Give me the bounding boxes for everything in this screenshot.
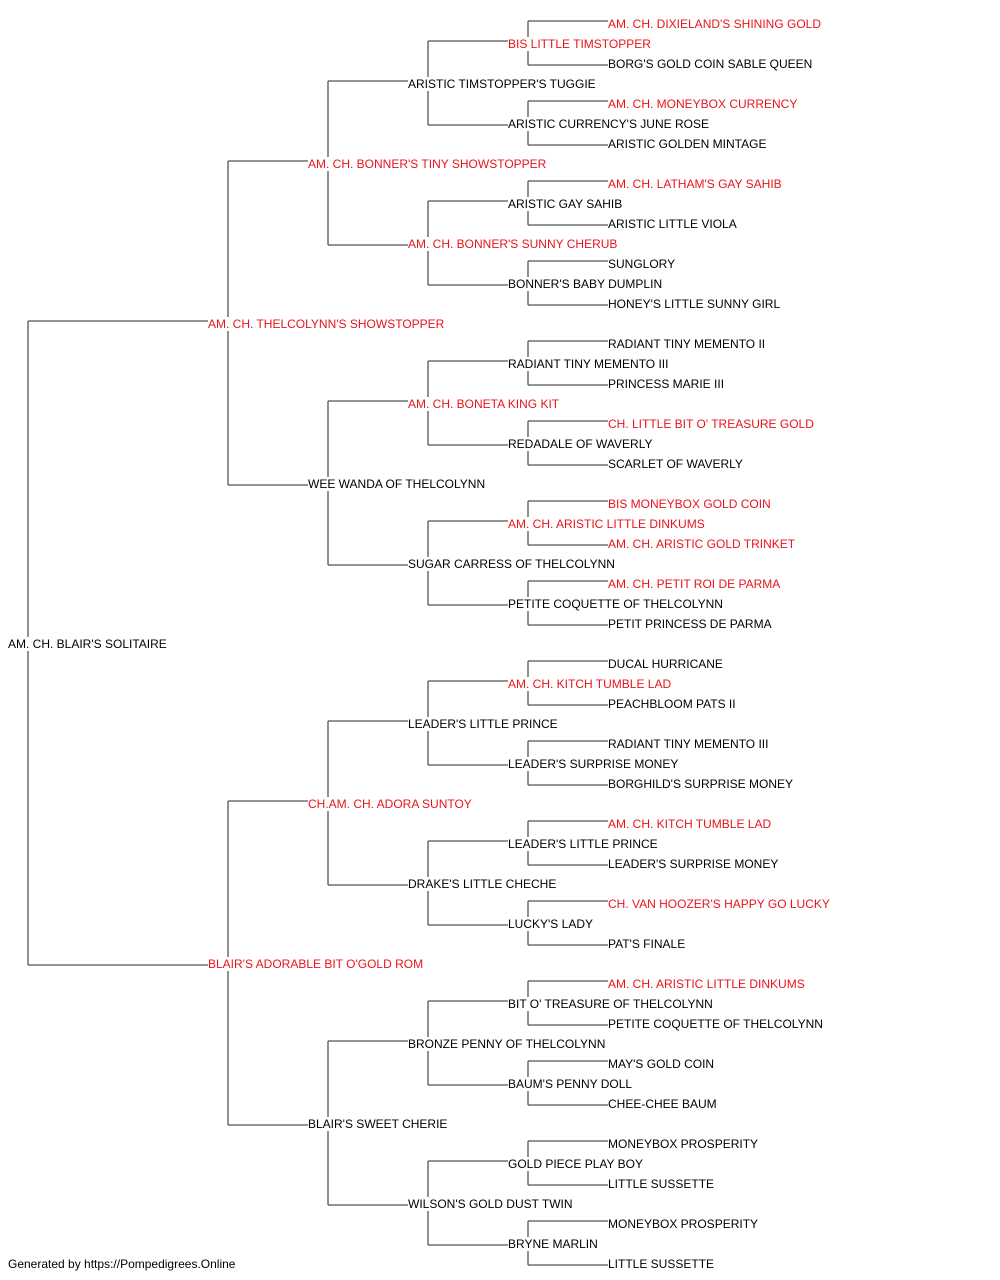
pedigree-entry-gen5: AM. CH. KITCH TUMBLE LAD bbox=[608, 817, 774, 831]
pedigree-entry-gen5: MONEYBOX PROSPERITY bbox=[608, 1137, 761, 1151]
pedigree-entry-gen5: PRINCESS MARIE III bbox=[608, 377, 727, 391]
pedigree-entry-gen1: AM. CH. THELCOLYNN'S SHOWSTOPPER bbox=[208, 317, 447, 331]
pedigree-entry-gen5: AM. CH. PETIT ROI DE PARMA bbox=[608, 577, 783, 591]
pedigree-entry-gen5: AM. CH. LATHAM'S GAY SAHIB bbox=[608, 177, 784, 191]
pedigree-entry-gen5: RADIANT TINY MEMENTO III bbox=[608, 737, 771, 751]
pedigree-entry-gen3: SUGAR CARRESS OF THELCOLYNN bbox=[408, 557, 617, 571]
pedigree-entry-gen5: PEACHBLOOM PATS II bbox=[608, 697, 738, 711]
footer-credit: Generated by https://Pompedigrees.Online bbox=[8, 1257, 236, 1271]
pedigree-entry-gen3: BRONZE PENNY OF THELCOLYNN bbox=[408, 1037, 608, 1051]
pedigree-entry-gen4: BIS LITTLE TIMSTOPPER bbox=[508, 37, 653, 51]
pedigree-entry-gen2: AM. CH. BONNER'S TINY SHOWSTOPPER bbox=[308, 157, 549, 171]
pedigree-entry-gen1: BLAIR'S ADORABLE BIT O'GOLD ROM bbox=[208, 957, 426, 971]
pedigree-entry-gen4: ARISTIC GAY SAHIB bbox=[508, 197, 625, 211]
pedigree-entry-gen4: LEADER'S SURPRISE MONEY bbox=[508, 757, 681, 771]
pedigree-entry-gen3: LEADER'S LITTLE PRINCE bbox=[408, 717, 560, 731]
pedigree-entry-gen4: LEADER'S LITTLE PRINCE bbox=[508, 837, 660, 851]
pedigree-entry-gen5: AM. CH. ARISTIC LITTLE DINKUMS bbox=[608, 977, 807, 991]
pedigree-entry-gen5: AM. CH. DIXIELAND'S SHINING GOLD bbox=[608, 17, 823, 31]
pedigree-entry-gen5: HONEY'S LITTLE SUNNY GIRL bbox=[608, 297, 783, 311]
pedigree-entry-gen4: BONNER'S BABY DUMPLIN bbox=[508, 277, 665, 291]
pedigree-entry-gen4: GOLD PIECE PLAY BOY bbox=[508, 1157, 645, 1171]
pedigree-entry-gen5: BORGHILD'S SURPRISE MONEY bbox=[608, 777, 795, 791]
pedigree-entry-gen5: PETITE COQUETTE OF THELCOLYNN bbox=[608, 1017, 825, 1031]
pedigree-entry-gen3: ARISTIC TIMSTOPPER'S TUGGIE bbox=[408, 77, 598, 91]
pedigree-entry-gen3: WILSON'S GOLD DUST TWIN bbox=[408, 1197, 575, 1211]
pedigree-entry-gen4: AM. CH. KITCH TUMBLE LAD bbox=[508, 677, 674, 691]
pedigree-entry-gen5: LITTLE SUSSETTE bbox=[608, 1177, 717, 1191]
pedigree-entry-gen3: AM. CH. BONETA KING KIT bbox=[408, 397, 562, 411]
pedigree-entry-gen4: BAUM'S PENNY DOLL bbox=[508, 1077, 635, 1091]
pedigree-entry-gen4: BIT O' TREASURE OF THELCOLYNN bbox=[508, 997, 715, 1011]
pedigree-entry-gen5: PETIT PRINCESS DE PARMA bbox=[608, 617, 774, 631]
pedigree-entry-gen5: LEADER'S SURPRISE MONEY bbox=[608, 857, 781, 871]
pedigree-entry-gen2: CH.AM. CH. ADORA SUNTOY bbox=[308, 797, 474, 811]
pedigree-entry-gen4: RADIANT TINY MEMENTO III bbox=[508, 357, 671, 371]
pedigree-entry-gen4: BRYNE MARLIN bbox=[508, 1237, 600, 1251]
pedigree-entry-gen5: MONEYBOX PROSPERITY bbox=[608, 1217, 761, 1231]
pedigree-entry-gen5: ARISTIC GOLDEN MINTAGE bbox=[608, 137, 769, 151]
pedigree-entry-gen3: DRAKE'S LITTLE CHECHE bbox=[408, 877, 559, 891]
pedigree-entry-gen2: BLAIR'S SWEET CHERIE bbox=[308, 1117, 450, 1131]
pedigree-entry-gen4: PETITE COQUETTE OF THELCOLYNN bbox=[508, 597, 725, 611]
pedigree-entry-gen5: CH. LITTLE BIT O' TREASURE GOLD bbox=[608, 417, 816, 431]
pedigree-entry-gen5: AM. CH. MONEYBOX CURRENCY bbox=[608, 97, 800, 111]
pedigree-entry-gen5: AM. CH. ARISTIC GOLD TRINKET bbox=[608, 537, 798, 551]
pedigree-entry-gen5: SUNGLORY bbox=[608, 257, 678, 271]
pedigree-entry-gen5: ARISTIC LITTLE VIOLA bbox=[608, 217, 739, 231]
pedigree-entry-gen5: SCARLET OF WAVERLY bbox=[608, 457, 745, 471]
pedigree-entry-gen5: CHEE-CHEE BAUM bbox=[608, 1097, 719, 1111]
pedigree-entry-gen5: PAT'S FINALE bbox=[608, 937, 688, 951]
pedigree-entry-gen5: RADIANT TINY MEMENTO II bbox=[608, 337, 768, 351]
pedigree-entry-gen5: DUCAL HURRICANE bbox=[608, 657, 725, 671]
pedigree-entry-gen4: ARISTIC CURRENCY'S JUNE ROSE bbox=[508, 117, 711, 131]
pedigree-entry-gen4: REDADALE OF WAVERLY bbox=[508, 437, 655, 451]
pedigree-entry-gen5: BIS MONEYBOX GOLD COIN bbox=[608, 497, 773, 511]
pedigree-entry-gen0: AM. CH. BLAIR'S SOLITAIRE bbox=[8, 637, 169, 651]
pedigree-entry-gen4: LUCKY'S LADY bbox=[508, 917, 595, 931]
pedigree-entry-gen3: AM. CH. BONNER'S SUNNY CHERUB bbox=[408, 237, 620, 251]
pedigree-entry-gen5: BORG'S GOLD COIN SABLE QUEEN bbox=[608, 57, 815, 71]
pedigree-entry-gen5: LITTLE SUSSETTE bbox=[608, 1257, 717, 1271]
pedigree-entry-gen4: AM. CH. ARISTIC LITTLE DINKUMS bbox=[508, 517, 707, 531]
pedigree-entry-gen2: WEE WANDA OF THELCOLYNN bbox=[308, 477, 488, 491]
pedigree-entry-gen5: CH. VAN HOOZER'S HAPPY GO LUCKY bbox=[608, 897, 832, 911]
pedigree-entry-gen5: MAY'S GOLD COIN bbox=[608, 1057, 717, 1071]
